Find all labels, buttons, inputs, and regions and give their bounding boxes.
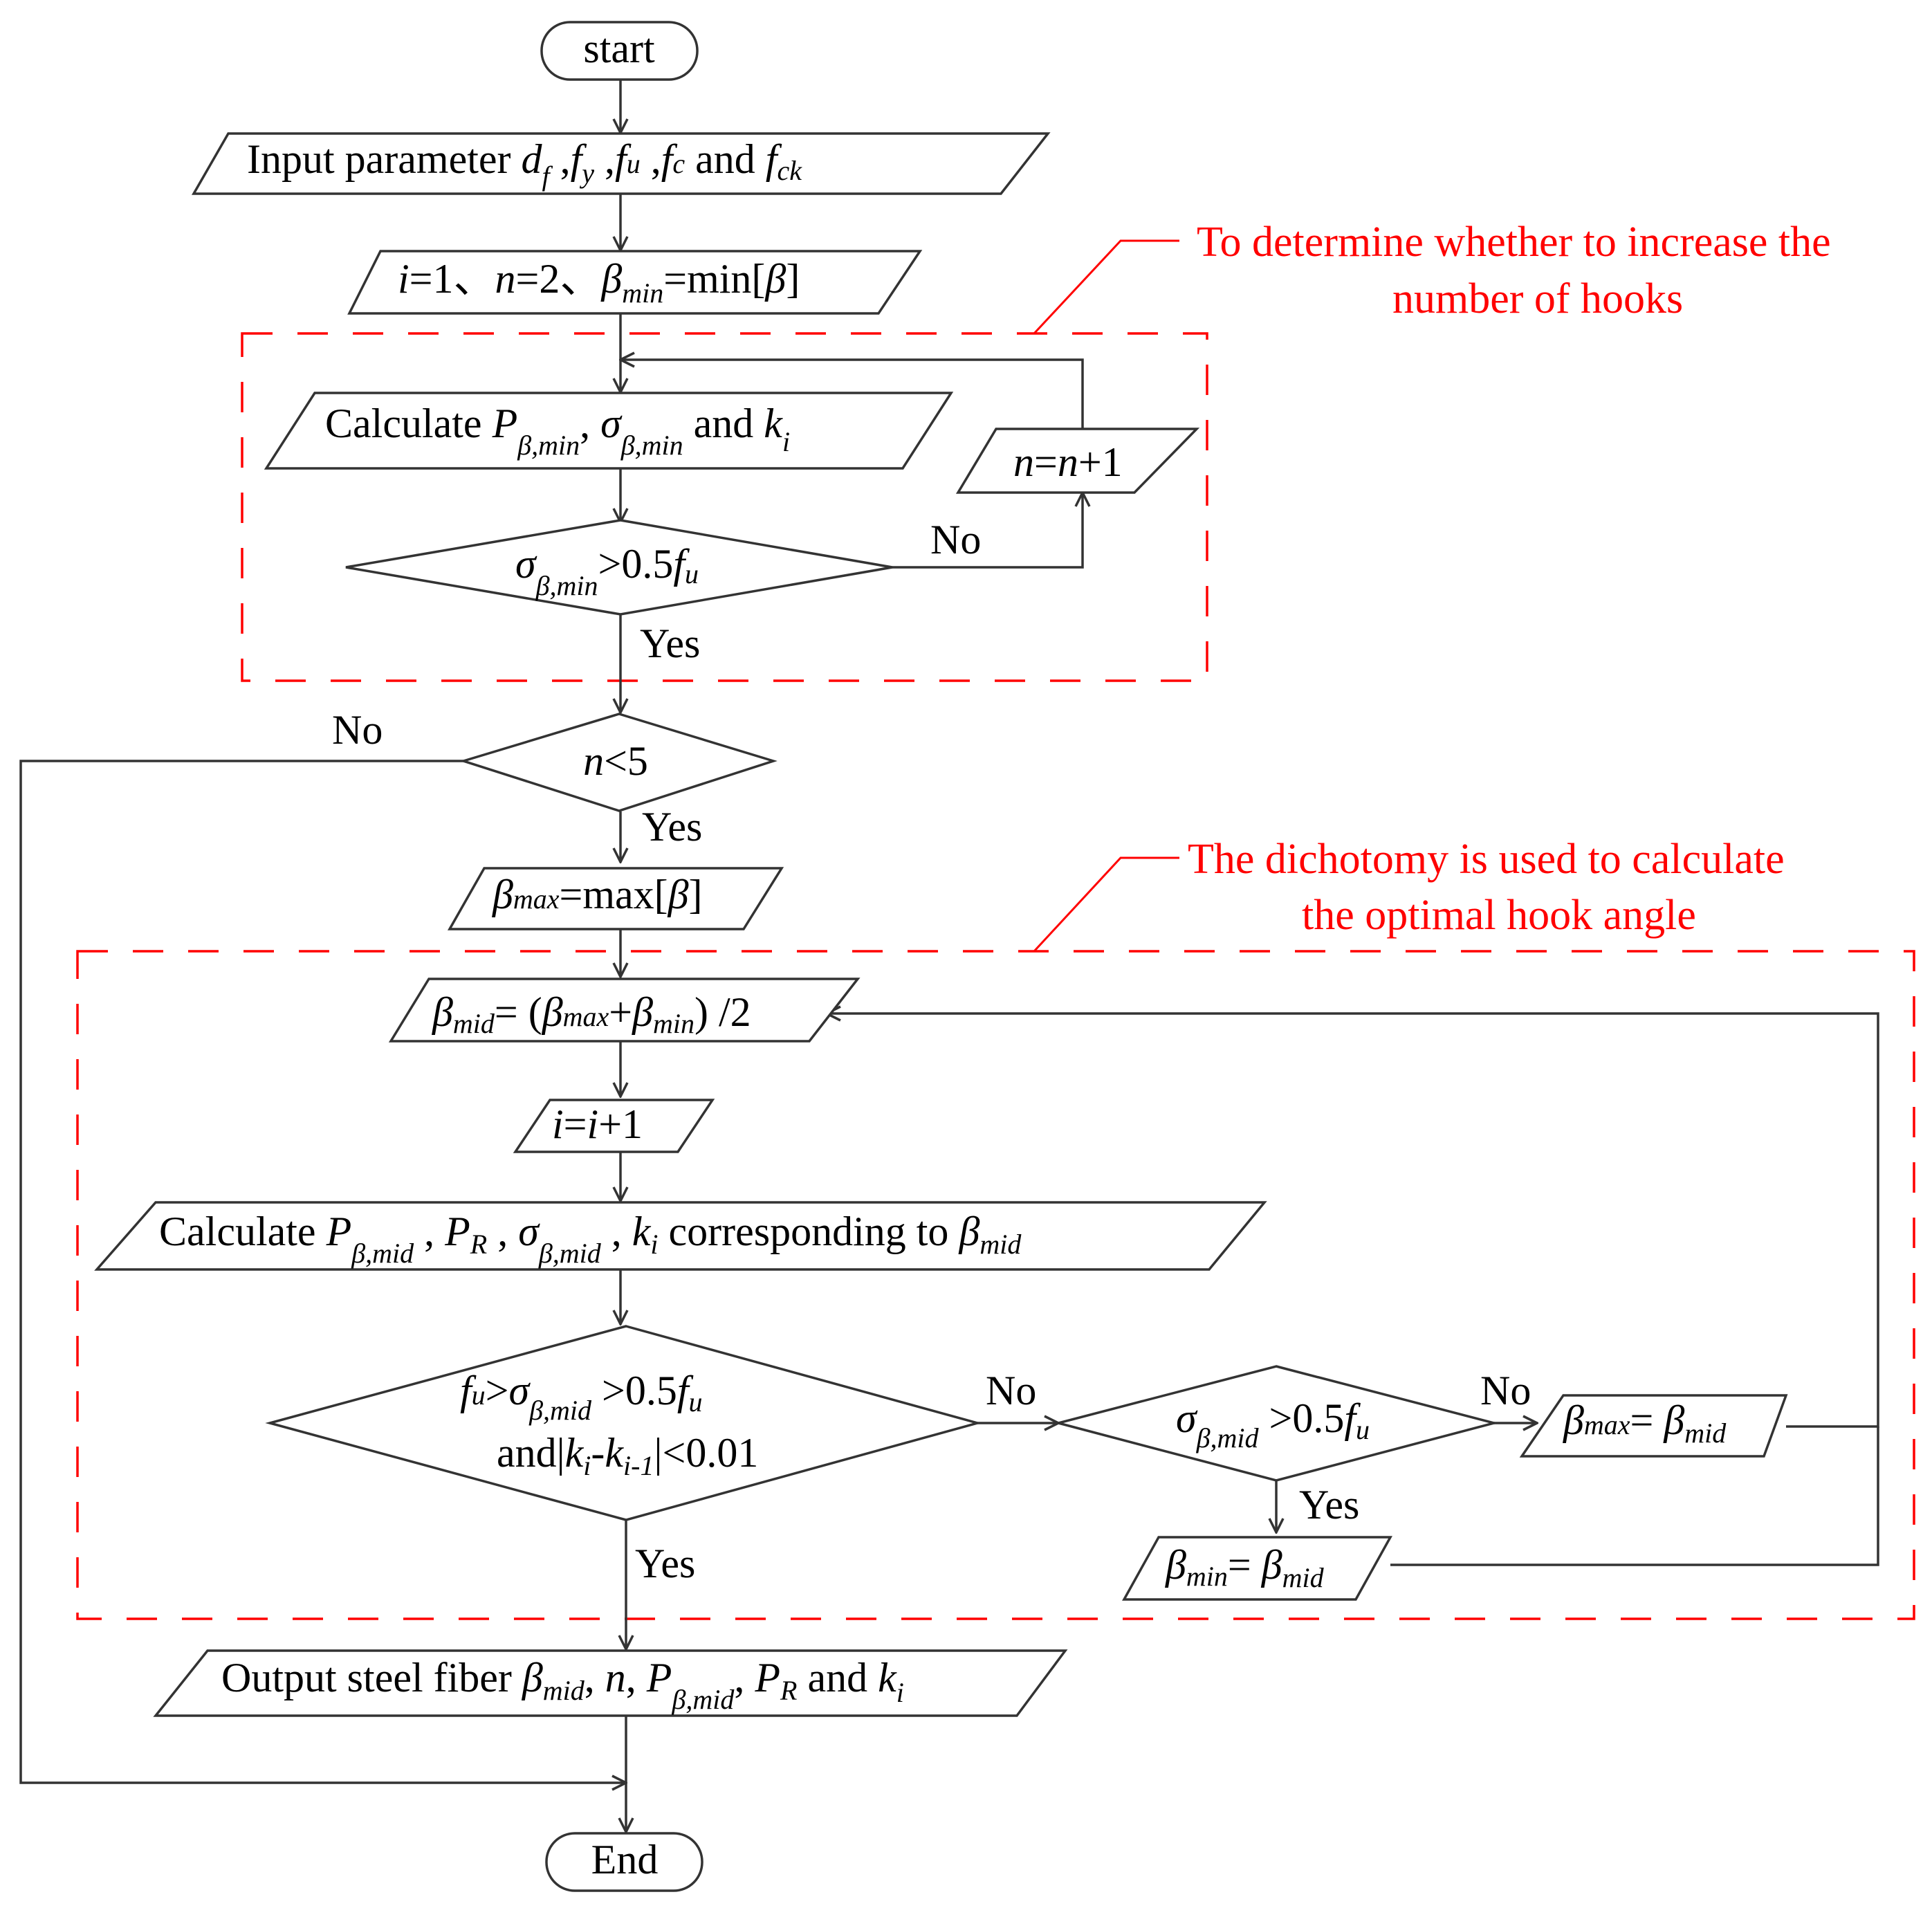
calculate-mid-node: Calculate Pβ,mid , PR , σβ,mid , ki corr…: [94, 1201, 1267, 1271]
edge-label-yes-sigma: Yes: [640, 621, 700, 666]
increment-n-label: n=n+1: [1013, 439, 1123, 485]
convergence-condition-node: fu>σβ,mid >0.5fu and|ki-ki-1|<0.01: [265, 1325, 982, 1521]
end-node: End: [545, 1832, 703, 1892]
edge-label-no-sigma-mid: No: [1480, 1368, 1531, 1413]
start-node: start: [540, 21, 699, 81]
sigma-mid-condition-label: σβ,mid >0.5fu: [1176, 1395, 1370, 1453]
connectors: [19, 80, 1879, 1832]
set-beta-max-label: βmax= βmid: [1563, 1397, 1727, 1449]
convergence-condition-line2: and|ki-ki-1|<0.01: [497, 1430, 758, 1481]
input-parameters-node: Input parameter df ,fy ,fu ,fc and fck: [191, 132, 1051, 195]
dichotomy-region: [76, 950, 1915, 1620]
hooks-leader: [1033, 239, 1179, 335]
set-beta-min-label: βmin= βmid: [1165, 1542, 1325, 1593]
beta-max-init-node: βmax=max[β]: [447, 867, 784, 930]
sigma-min-condition-node: σβ,min>0.5fu: [345, 519, 893, 616]
increment-n-node: n=n+1: [955, 428, 1200, 494]
increment-i-label: i=i+1: [552, 1101, 643, 1147]
convergence-condition-line1: fu>σβ,mid >0.5fu: [460, 1368, 703, 1426]
beta-max-init-label: βmax=max[β]: [492, 872, 703, 917]
beta-mid-node: βmid= (βmax+βmin) /2: [388, 978, 861, 1043]
edge-label-no-n: No: [332, 707, 383, 753]
edge-label-yes-n: Yes: [642, 804, 702, 850]
edge-label-yes-sigma-mid: Yes: [1299, 1482, 1359, 1528]
initialization-node: i=1、n=2、βmin=min[β]: [347, 250, 923, 315]
output-node: Output steel fiber βmid, n, Pβ,mid, PR a…: [153, 1649, 1068, 1717]
start-label: start: [583, 26, 655, 71]
dichotomy-leader: [1033, 856, 1179, 953]
hooks-annotation-line1: To determine whether to increase the: [1197, 219, 1831, 266]
end-label: End: [591, 1837, 659, 1882]
edge-label-yes-main: Yes: [635, 1541, 695, 1586]
set-beta-min-node: βmin= βmid: [1122, 1536, 1392, 1601]
increment-i-node: i=i+1: [513, 1099, 715, 1153]
initialization-label: i=1、n=2、βmin=min[β]: [398, 256, 800, 309]
hooks-region: [241, 332, 1208, 682]
n-condition-label: n<5: [583, 738, 648, 784]
calculate-min-node: Calculate Pβ,min, σβ,min and ki: [264, 392, 954, 470]
sigma-min-condition-label: σβ,min>0.5fu: [515, 541, 699, 601]
output-label: Output steel fiber βmid, n, Pβ,mid, PR a…: [221, 1655, 904, 1715]
set-beta-max-node: βmax= βmid: [1519, 1394, 1788, 1458]
hooks-annotation-line2: number of hooks: [1392, 275, 1683, 322]
beta-mid-label: βmid= (βmax+βmin) /2: [432, 989, 751, 1039]
edge-label-no-sigma: No: [930, 517, 981, 562]
dichotomy-annotation-line2: the optimal hook angle: [1302, 892, 1696, 939]
input-parameters-label: Input parameter df ,fy ,fu ,fc and fck: [247, 136, 802, 192]
calculate-min-label: Calculate Pβ,min, σβ,min and ki: [325, 401, 790, 461]
calculate-mid-label: Calculate Pβ,mid , PR , σβ,mid , ki corr…: [159, 1209, 1022, 1269]
sigma-mid-condition-node: σβ,mid >0.5fu: [1054, 1365, 1499, 1482]
dichotomy-annotation-line1: The dichotomy is used to calculate: [1188, 836, 1785, 883]
n-condition-node: n<5: [459, 713, 778, 812]
edge-label-no-main: No: [986, 1368, 1036, 1413]
